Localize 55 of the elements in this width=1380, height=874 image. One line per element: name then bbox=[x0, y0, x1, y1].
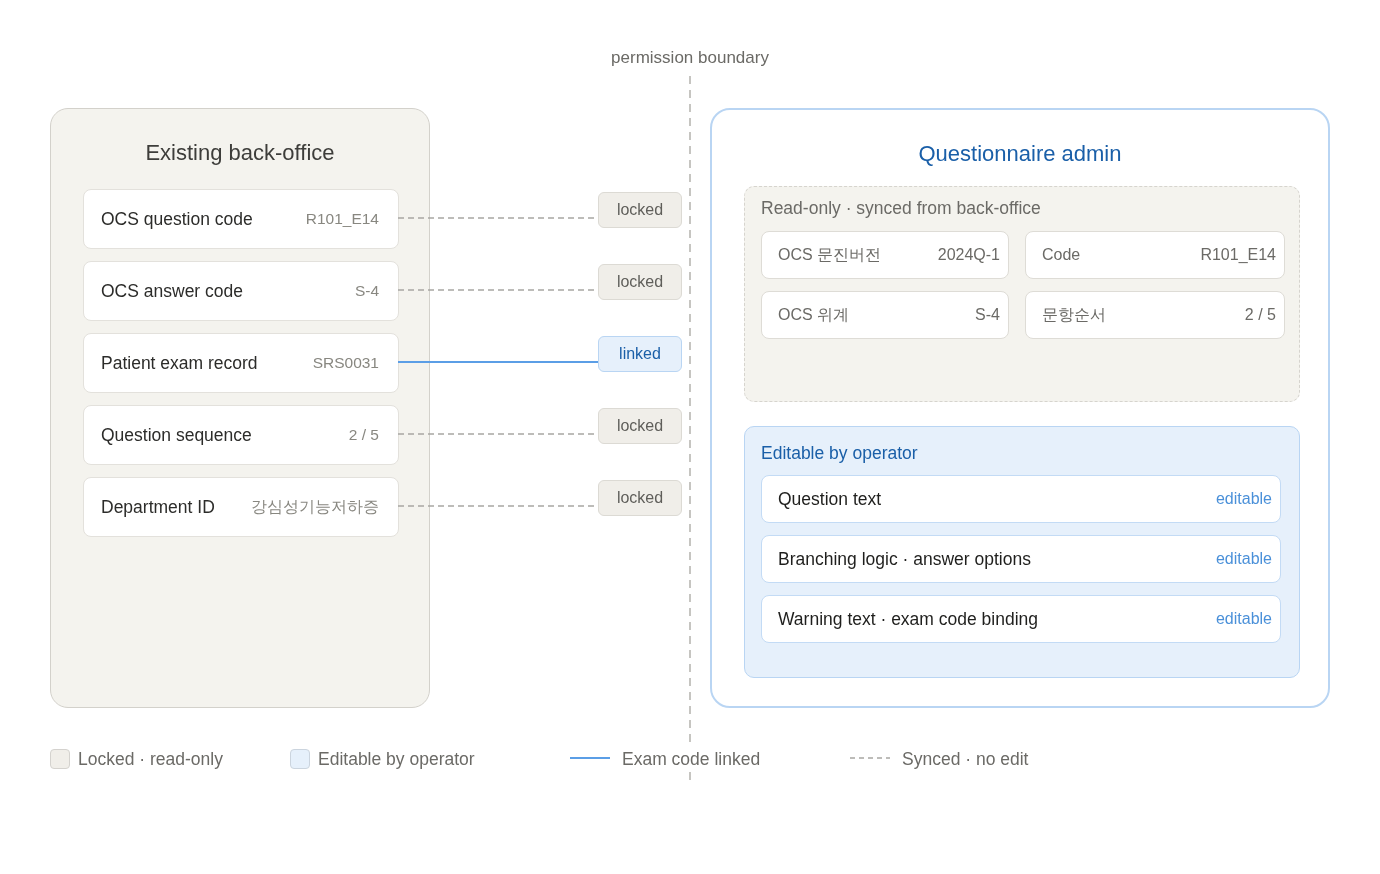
legend-label: Locked · read-only bbox=[78, 748, 223, 770]
field-value: S-4 bbox=[354, 281, 379, 301]
panel bbox=[710, 108, 1330, 708]
status-badge: locked bbox=[598, 264, 682, 300]
field-row bbox=[1025, 231, 1285, 279]
field-value: 2 / 5 bbox=[1244, 305, 1276, 325]
field-label: Question sequence bbox=[101, 424, 252, 446]
legend-label: Synced · no edit bbox=[902, 748, 1029, 770]
status-badge: locked bbox=[598, 192, 682, 228]
field-row bbox=[83, 405, 399, 465]
group-heading: Editable by operator bbox=[761, 442, 918, 464]
field-label: OCS 위계 bbox=[778, 305, 850, 325]
field-label: Branching logic · answer options bbox=[778, 548, 1031, 570]
field-value: R101_E14 bbox=[305, 209, 379, 229]
panel-title: Existing back-office bbox=[144, 139, 336, 167]
field-value: 2024Q-1 bbox=[937, 245, 1000, 265]
status-text: editable bbox=[1215, 549, 1272, 569]
field-label: OCS 문진버전 bbox=[778, 245, 882, 265]
field-label: Patient exam record bbox=[101, 352, 258, 374]
group-panel bbox=[744, 426, 1300, 678]
legend-label: Editable by operator bbox=[318, 748, 475, 770]
status-badge: locked bbox=[598, 408, 682, 444]
panel bbox=[50, 108, 430, 708]
field-value: SRS0031 bbox=[312, 353, 379, 373]
field-row bbox=[1025, 291, 1285, 339]
field-value: R101_E14 bbox=[1200, 245, 1276, 265]
status-badge: linked bbox=[598, 336, 682, 372]
status-badge: locked bbox=[598, 480, 682, 516]
status-text: editable bbox=[1215, 489, 1272, 509]
legend-label: Exam code linked bbox=[622, 748, 761, 770]
field-label: 문항순서 bbox=[1042, 305, 1106, 325]
field-row bbox=[761, 475, 1281, 523]
group-panel bbox=[744, 186, 1300, 402]
field-row bbox=[761, 595, 1281, 643]
connector bbox=[397, 361, 599, 363]
group-heading: Read-only · synced from back-office bbox=[761, 197, 1041, 219]
field-row bbox=[83, 333, 399, 393]
field-label: Question text bbox=[778, 488, 882, 510]
field-row bbox=[83, 189, 399, 249]
field-row bbox=[761, 535, 1281, 583]
panel-title: Questionnaire admin bbox=[917, 140, 1123, 168]
field-label: Department ID bbox=[101, 496, 215, 518]
field-value: 2 / 5 bbox=[348, 425, 379, 445]
status-text: editable bbox=[1215, 609, 1272, 629]
field-row bbox=[761, 231, 1009, 279]
field-row bbox=[83, 261, 399, 321]
field-value: 강심성기능저하증 bbox=[251, 497, 379, 517]
field-label: Code bbox=[1042, 245, 1081, 265]
boundary-label: permission boundary bbox=[610, 47, 770, 69]
field-label: OCS question code bbox=[101, 208, 253, 230]
field-label: OCS answer code bbox=[101, 280, 243, 302]
field-label: Warning text · exam code binding bbox=[778, 608, 1039, 630]
field-row bbox=[83, 477, 399, 537]
field-row bbox=[761, 291, 1009, 339]
field-value: S-4 bbox=[975, 305, 1000, 325]
